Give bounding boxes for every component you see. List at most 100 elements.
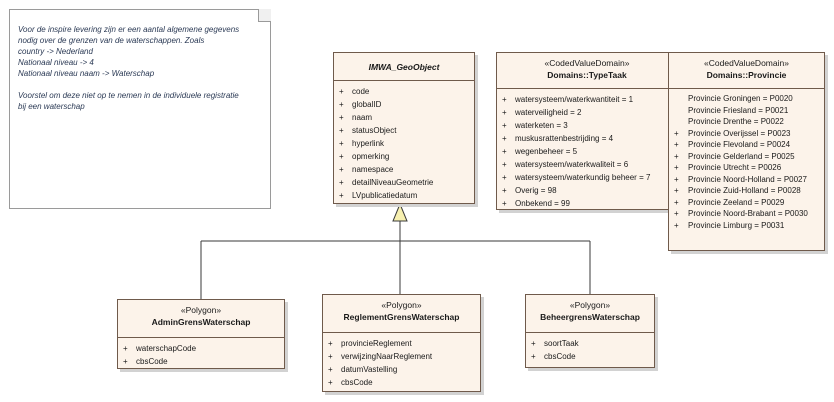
attribute-row[interactable]: +Provincie Overijssel = P0023 — [669, 128, 824, 140]
attribute-row[interactable]: + Provincie Limburg = P0031 — [669, 220, 824, 232]
attribute-row[interactable]: +wegenbeheer = 5 — [497, 145, 677, 158]
attribute-row[interactable]: +watersysteem/waterkwaliteit = 6 — [497, 158, 677, 171]
visibility-marker: + — [502, 134, 507, 143]
attribute-name: Provincie Utrecht = P0026 — [688, 163, 782, 172]
class-domains-provincie[interactable]: «CodedValueDomain» Domains::Provincie Pr… — [668, 52, 825, 251]
attribute-row[interactable]: + namespace — [334, 163, 474, 176]
attribute-row[interactable]: + watersysteem/waterkwantiteit = 1 — [497, 93, 677, 106]
attribute-row[interactable]: + verwijzingNaarReglement — [323, 350, 480, 363]
attribute-name: Provincie Noord-Holland = P0027 — [688, 174, 807, 184]
visibility-marker: + — [674, 209, 679, 218]
attribute-row[interactable]: +cbsCode — [323, 376, 480, 389]
class-stereotype: «Polygon» — [180, 305, 222, 315]
attribute-row[interactable]: +Provincie Gelderland = P0025 — [669, 151, 824, 163]
attribute-row[interactable]: Provincie Drenthe = P0022 — [669, 116, 824, 128]
attribute-row[interactable]: +waterschapCode — [118, 342, 284, 355]
attribute-name: namespace — [352, 165, 394, 174]
attribute-name: Onbekend = 99 — [515, 199, 570, 208]
visibility-marker: + — [502, 121, 507, 130]
class-beheergrenswaterschap[interactable]: «Polygon» BeheergrensWaterschap +soortTa… — [525, 294, 655, 368]
attribute-name: waterschapCode — [136, 344, 197, 353]
class-imwa-geoobject[interactable]: IMWA_GeoObject +code+globalID+naam+statu… — [333, 52, 475, 204]
attribute-name: Provincie Friesland = P0021 — [688, 105, 789, 115]
attribute-name: muskusrattenbestrijding = 4 — [515, 134, 614, 143]
attribute-row[interactable]: +Overig = 98 — [497, 184, 677, 197]
class-reglementgrenswaterschap[interactable]: «Polygon» ReglementGrensWaterschap +prov… — [322, 294, 481, 392]
visibility-marker: + — [502, 108, 507, 117]
attribute-row[interactable]: + waterveiligheid = 2 — [497, 106, 677, 119]
attribute-name: Provincie Zeeland = P0029 — [688, 197, 785, 207]
class-domains-typetaak[interactable]: «CodedValueDomain» Domains::TypeTaak +wa… — [496, 52, 678, 210]
attribute-name: wegenbeheer = 5 — [515, 147, 578, 156]
note-text-intro: Voor de inspire levering zijn er een aan… — [18, 25, 240, 78]
attribute-row[interactable]: + statusObject — [334, 124, 474, 137]
attribute-list: +soortTaak+cbsCode — [526, 333, 654, 363]
attribute-row[interactable]: + muskusrattenbestrijding = 4 — [497, 132, 677, 145]
class-name: ReglementGrensWaterschap — [343, 312, 460, 322]
attribute-name: opmerking — [352, 152, 390, 161]
visibility-marker: + — [328, 352, 333, 361]
visibility-marker: + — [674, 174, 679, 184]
attribute-list: +waterschapCode+cbsCode — [118, 338, 284, 368]
visibility-marker: + — [502, 173, 507, 182]
inspire-note[interactable]: Voor de inspire levering zijn er een aan… — [9, 9, 271, 209]
visibility-marker: + — [674, 220, 679, 230]
attribute-name: datumVastelling — [341, 365, 398, 374]
generalization-arrowhead — [392, 202, 408, 222]
attribute-row[interactable]: +opmerking — [334, 150, 474, 163]
attribute-row[interactable]: +datumVastelling — [323, 363, 480, 376]
attribute-name: statusObject — [352, 126, 397, 135]
attribute-list: +provincieReglement + verwijzingNaarReglem… — [323, 333, 480, 389]
attribute-row[interactable]: +Provincie Flevoland = P0024 — [669, 139, 824, 151]
attribute-row[interactable]: +cbsCode — [526, 350, 654, 363]
attribute-row[interactable]: +detailNiveauGeometrie — [334, 176, 474, 189]
attribute-name: Provincie Noord-Brabant = P0030 — [688, 209, 808, 218]
attribute-name: Provincie Drenthe = P0022 — [688, 117, 784, 126]
attribute-row[interactable]: + waterketen = 3 — [497, 119, 677, 132]
attribute-row[interactable]: +globalID — [334, 98, 474, 111]
attribute-row[interactable]: +Provincie Utrecht = P0026 — [669, 162, 824, 174]
attribute-name: watersysteem/waterkwantiteit = 1 — [515, 95, 634, 104]
visibility-marker: + — [339, 178, 344, 187]
attribute-name: Provincie Groningen = P0020 — [688, 94, 793, 103]
attribute-row[interactable]: Provincie Friesland = P0021 — [669, 105, 824, 117]
attribute-row[interactable]: + Onbekend = 99 — [497, 197, 677, 210]
attribute-name: watersysteem/waterkwaliteit = 6 — [515, 160, 629, 169]
visibility-marker: + — [339, 113, 344, 122]
attribute-row[interactable]: + code — [334, 85, 474, 98]
attribute-name: waterketen = 3 — [515, 121, 568, 130]
visibility-marker: + — [339, 126, 344, 135]
attribute-name: globalID — [352, 100, 382, 109]
attribute-row[interactable]: +naam — [334, 111, 474, 124]
visibility-marker: + — [502, 95, 507, 104]
visibility-marker: + — [339, 165, 344, 174]
attribute-name: code — [352, 87, 370, 96]
attribute-row[interactable]: +Provincie Zuid-Holland = P0028 — [669, 185, 824, 197]
attribute-row[interactable]: +soortTaak — [526, 337, 654, 350]
class-stereotype: «Polygon» — [569, 300, 611, 310]
attribute-row[interactable]: +cbsCode — [118, 355, 284, 368]
attribute-row[interactable]: +Provincie Zeeland = P0029 — [669, 197, 824, 209]
visibility-marker: + — [339, 87, 344, 96]
attribute-row[interactable]: +watersysteem/waterkundig beheer = 7 — [497, 171, 677, 184]
attribute-name: waterveiligheid = 2 — [515, 108, 582, 117]
attribute-row[interactable]: + Provincie Noord-Holland = P0027 — [669, 174, 824, 186]
visibility-marker: + — [502, 199, 507, 208]
attribute-row[interactable]: Provincie Groningen = P0020 — [669, 93, 824, 105]
attribute-name: Provincie Flevoland = P0024 — [688, 140, 791, 149]
note-text-proposal: Voorstel om deze niet op te nemen in de … — [18, 91, 239, 111]
attribute-row[interactable]: +hyperlink — [334, 137, 474, 150]
attribute-name: verwijzingNaarReglement — [341, 352, 433, 361]
class-name: BeheergrensWaterschap — [540, 312, 640, 322]
visibility-marker: + — [674, 128, 679, 138]
attribute-row[interactable]: +provincieReglement — [323, 337, 480, 350]
attribute-row[interactable]: + Provincie Noord-Brabant = P0030 — [669, 208, 824, 220]
attribute-name: cbsCode — [544, 352, 576, 361]
attribute-row[interactable]: +LVpublicatiedatum — [334, 189, 474, 202]
attribute-name: Provincie Limburg = P0031 — [688, 220, 785, 230]
class-stereotype: «CodedValueDomain» — [704, 58, 789, 68]
visibility-marker: + — [502, 186, 507, 195]
attribute-name: Provincie Zuid-Holland = P0028 — [688, 186, 801, 195]
class-admingrenswaterschap[interactable]: «Polygon» AdminGrensWaterschap +watersch… — [117, 299, 285, 369]
